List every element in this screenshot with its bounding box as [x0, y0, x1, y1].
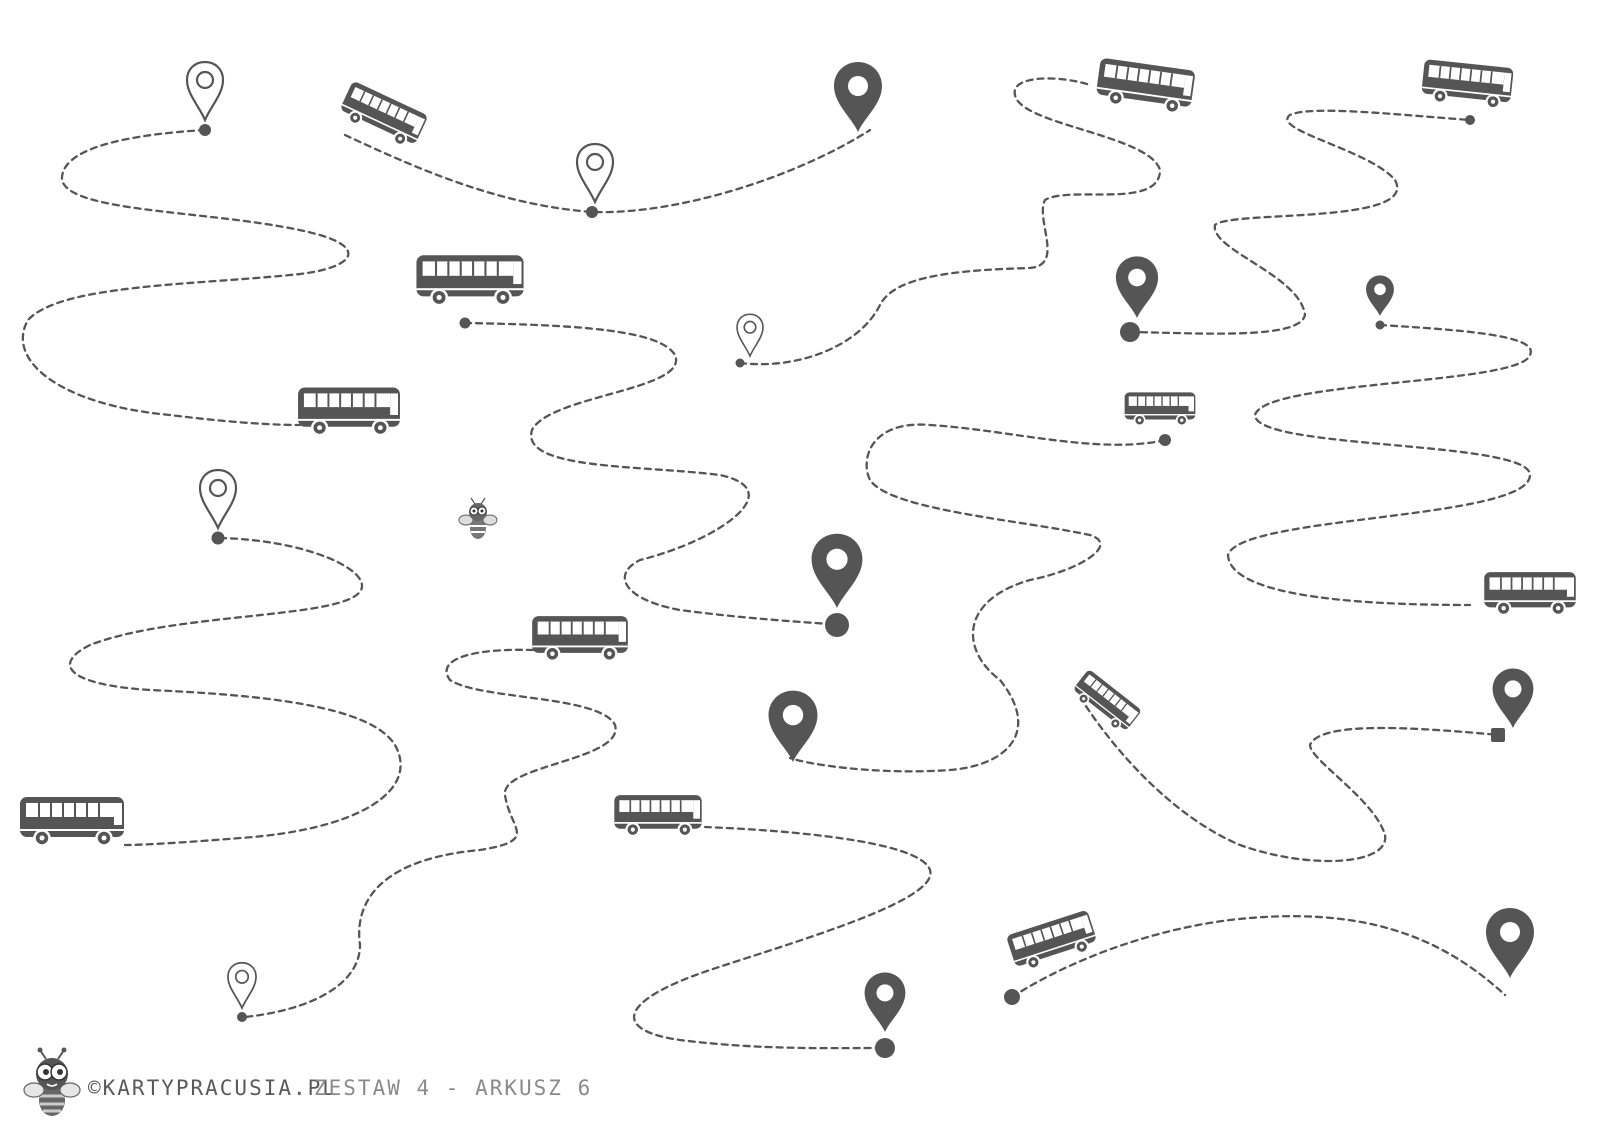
route-paths	[21, 77, 1532, 1050]
route-dot	[875, 1038, 895, 1058]
brand-label: ©KARTYPRACUSIA.PL	[88, 1076, 337, 1100]
route-path	[243, 648, 617, 1019]
bus-icon	[1123, 391, 1197, 427]
map-pin-icon	[864, 972, 906, 1032]
map-pin-icon	[227, 961, 257, 1009]
bus-icon	[335, 79, 430, 152]
bus-icon	[613, 794, 703, 837]
route-path	[633, 825, 932, 1050]
route-dot	[1159, 434, 1171, 446]
route-path	[343, 128, 872, 214]
route-dots	[199, 115, 1505, 1058]
buses	[18, 56, 1577, 975]
route-path	[21, 128, 350, 427]
bus-icon	[531, 614, 629, 662]
map-pin-icon	[1366, 275, 1394, 316]
route-dot	[1004, 989, 1020, 1005]
map-pin-icon	[768, 690, 818, 762]
sheet-label: ZESTAW 4 - ARKUSZ 6	[314, 1076, 593, 1100]
route-path	[738, 77, 1162, 366]
map-pin-icon	[811, 533, 863, 608]
bus-icon	[18, 795, 126, 847]
route-dot	[1465, 115, 1475, 125]
route-dot	[586, 206, 598, 218]
route-path	[1010, 915, 1507, 999]
map-pins	[185, 60, 1534, 1032]
route-dot	[459, 317, 471, 329]
route-dot	[825, 613, 849, 637]
route-path	[1078, 695, 1502, 863]
bus-icon	[1093, 56, 1197, 117]
route-dot	[1375, 320, 1385, 330]
route-dot	[1491, 728, 1505, 742]
bus-icon	[415, 253, 525, 307]
map-pin-icon	[1486, 908, 1534, 978]
route-dot	[735, 358, 745, 368]
bus-icon	[1483, 571, 1577, 616]
bus-icon	[1068, 668, 1143, 737]
map-pin-icon	[1115, 256, 1159, 318]
route-path	[1128, 109, 1472, 335]
route-path	[68, 536, 402, 847]
map-pin-icon	[575, 142, 615, 204]
route-path	[788, 423, 1167, 773]
route-path	[463, 321, 832, 626]
bus-icon	[296, 386, 402, 437]
map-pin-icon	[198, 468, 238, 530]
bus-icon	[1419, 58, 1515, 111]
map-pin-icon	[834, 62, 882, 132]
route-dot	[237, 1012, 247, 1022]
route-dot	[211, 531, 225, 545]
map-pin-icon	[1492, 668, 1534, 728]
bee-mascot-icon	[458, 497, 498, 539]
route-dot	[199, 124, 211, 136]
route-dot	[1120, 322, 1140, 342]
map-pin-icon	[736, 313, 764, 357]
bee-mascot-icon	[23, 1047, 81, 1116]
bus-icon	[1004, 908, 1101, 975]
route-path	[1226, 323, 1532, 607]
map-pin-icon	[185, 60, 225, 122]
